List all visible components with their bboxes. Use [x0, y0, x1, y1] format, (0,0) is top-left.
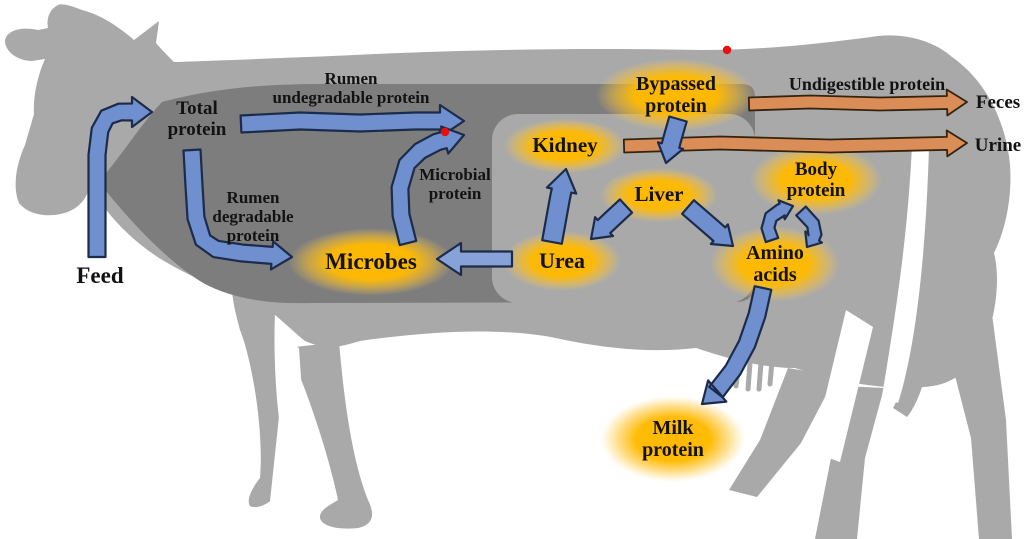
tail-gap: [882, 145, 929, 403]
cow-tail: [893, 150, 952, 417]
front-leg-gap: [266, 341, 312, 539]
glow-body-protein: [749, 144, 883, 216]
arrow-urea-to-kidney: [541, 167, 578, 245]
arrow-body-protein-to-amino: [795, 205, 824, 249]
arrow-microbial-protein: [390, 125, 466, 247]
red-dot-mid: [440, 127, 450, 137]
red-dots: [440, 45, 732, 137]
glow-urea: [503, 231, 621, 291]
arrow-amino-to-body-protein: [760, 199, 795, 244]
arrow-amino-to-milk-protein: [700, 285, 773, 406]
arrow-undigestible-to-feces: [747, 88, 968, 117]
red-dot-top: [722, 45, 732, 55]
arrow-liver-to-urea: [589, 198, 634, 241]
hind-leg-gap: [812, 310, 873, 462]
glow-microbes: [288, 228, 454, 296]
glow-kidney: [503, 118, 627, 174]
glow-bypassed-protein: [595, 58, 757, 132]
cow-hind-leg-far: [953, 314, 1012, 539]
cow-hind-leg-mid: [815, 386, 884, 539]
cow-hind-leg-kicking: [729, 368, 836, 497]
arrow-rumen-undegradable: [239, 103, 466, 139]
arrow-urea-to-microbes: [435, 241, 514, 277]
arrow-kidney-to-urine: [622, 129, 968, 158]
cow-front-leg-far: [295, 342, 373, 529]
arrow-feed-to-total-protein: [87, 95, 154, 259]
arrow-liver-to-amino-acids: [681, 199, 735, 248]
arrow-rumen-degradable: [182, 148, 294, 271]
flow-arrows: [87, 88, 968, 406]
arrow-bypassed-to-liver: [656, 115, 688, 165]
cow-front-leg-near: [232, 287, 289, 508]
glow-milk-protein: [601, 396, 745, 482]
